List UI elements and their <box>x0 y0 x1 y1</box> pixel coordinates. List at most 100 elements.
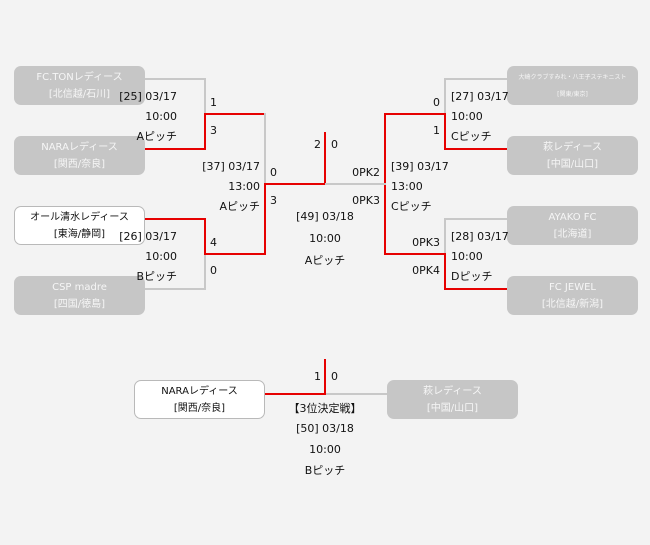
bracket-line-win <box>145 148 206 150</box>
bracket-line-win <box>324 132 326 185</box>
score: 0 <box>270 166 277 179</box>
match-id: [50] 03/18 <box>296 422 354 435</box>
match-time: 13:00 <box>228 180 260 193</box>
score: 1 <box>210 96 217 109</box>
score: 0PK4 <box>412 264 440 277</box>
score: 0 <box>210 264 217 277</box>
bracket-line <box>204 78 206 114</box>
team-box-csp-madre: CSP madre [四国/徳島] <box>14 276 145 315</box>
match-pitch: Cピッチ <box>451 130 492 143</box>
team-name: FC JEWEL <box>549 281 596 293</box>
bracket-line-win <box>264 183 266 255</box>
team-box-ayako-fc: AYAKO FC [北海道] <box>507 206 638 245</box>
team-name: FC.TONレディース <box>36 71 123 83</box>
score: 0PK2 <box>352 166 380 179</box>
bracket-line-win <box>384 113 386 185</box>
bracket-line <box>444 218 446 254</box>
team-region: [中国/山口] <box>426 402 479 414</box>
bracket-line <box>204 254 206 290</box>
score: 0 <box>331 370 338 383</box>
score: 0 <box>433 96 440 109</box>
third-place-team-right: 萩レディース [中国/山口] <box>387 380 518 419</box>
match-pitch: Bピッチ <box>304 464 346 477</box>
match-pitch: Bピッチ <box>136 270 177 283</box>
bracket-line-win <box>264 183 326 185</box>
bracket-line <box>445 218 507 220</box>
team-name: 萩レディース <box>543 141 602 153</box>
match-time: 10:00 <box>309 443 341 456</box>
bracket-line <box>264 113 266 185</box>
match-pitch: Dピッチ <box>451 270 493 283</box>
bracket-line-win <box>324 359 326 395</box>
score: 0PK3 <box>412 236 440 249</box>
bracket-line-win <box>445 288 507 290</box>
match-time: 10:00 <box>451 110 483 123</box>
team-name: 萩レディース <box>423 385 482 397</box>
bracket-line <box>326 393 387 395</box>
team-box-all-shimizu: オール清水レディース [東海/静岡] <box>14 206 145 245</box>
bracket-line-win <box>204 113 266 115</box>
bracket-line <box>445 78 507 80</box>
team-name: オール清水レディース <box>30 211 129 223</box>
team-box-fc-ton: FC.TONレディース [北信越/石川] <box>14 66 145 105</box>
bracket-line-win <box>204 253 266 255</box>
match-id: [27] 03/17 <box>451 90 509 103</box>
team-region: [北信越/新潟] <box>541 298 604 310</box>
bracket-line-win <box>265 393 326 395</box>
match-time: 10:00 <box>145 110 177 123</box>
score: 4 <box>210 236 217 249</box>
match-pitch: Cピッチ <box>391 200 432 213</box>
bracket-line-win <box>445 148 507 150</box>
match-time: 13:00 <box>391 180 423 193</box>
match-pitch: Aピッチ <box>219 200 260 213</box>
match-time: 10:00 <box>309 232 341 245</box>
team-box-fc-jewel: FC JEWEL [北信越/新潟] <box>507 276 638 315</box>
team-region: [北海道] <box>553 228 592 240</box>
team-region: [関東/東京] <box>557 90 588 98</box>
bracket-line-win <box>145 218 206 220</box>
team-box-osaki-hachioji: 大崎クラブすみれ・八王子ステキニスト [関東/東京] <box>507 66 638 105</box>
bracket-line-win <box>444 253 446 290</box>
match-id: [37] 03/17 <box>202 160 260 173</box>
match-id: [28] 03/17 <box>451 230 509 243</box>
bracket-line-win <box>444 113 446 150</box>
team-region: [関西/奈良] <box>173 402 226 414</box>
team-name: AYAKO FC <box>548 211 597 223</box>
bracket-line-win <box>204 113 206 150</box>
match-time: 10:00 <box>145 250 177 263</box>
third-place-title: 【3位決定戦】 <box>288 402 362 415</box>
match-time: 10:00 <box>451 250 483 263</box>
match-pitch: Aピッチ <box>304 254 346 267</box>
team-region: [中国/山口] <box>546 158 599 170</box>
match-id: [49] 03/18 <box>296 210 354 223</box>
team-region: [東海/静岡] <box>53 228 106 240</box>
team-name: 大崎クラブすみれ・八王子ステキニスト <box>518 73 627 81</box>
bracket-line <box>145 78 206 80</box>
score: 3 <box>210 124 217 137</box>
match-id: [39] 03/17 <box>391 160 449 173</box>
match-pitch: Aピッチ <box>136 130 177 143</box>
third-place-team-left: NARAレディース [関西/奈良] <box>134 380 265 419</box>
score: 3 <box>270 194 277 207</box>
match-id: [25] 03/17 <box>119 90 177 103</box>
team-box-hagi: 萩レディース [中国/山口] <box>507 136 638 175</box>
team-name: NARAレディース <box>41 141 118 153</box>
bracket-line <box>325 183 386 185</box>
team-region: [北信越/石川] <box>48 88 111 100</box>
team-region: [四国/徳島] <box>53 298 106 310</box>
score: 2 <box>314 138 321 151</box>
bracket-line-win <box>384 183 386 255</box>
score: 0 <box>331 138 338 151</box>
team-region: [関西/奈良] <box>53 158 106 170</box>
score: 1 <box>314 370 321 383</box>
team-name: CSP madre <box>52 281 107 293</box>
team-box-nara: NARAレディース [関西/奈良] <box>14 136 145 175</box>
score: 0PK3 <box>352 194 380 207</box>
team-name: NARAレディース <box>161 385 238 397</box>
bracket-line <box>444 78 446 114</box>
bracket-line-win <box>384 253 446 255</box>
match-id: [26] 03/17 <box>119 230 177 243</box>
score: 1 <box>433 124 440 137</box>
bracket-line-win <box>384 113 446 115</box>
bracket-line-win <box>204 218 206 255</box>
